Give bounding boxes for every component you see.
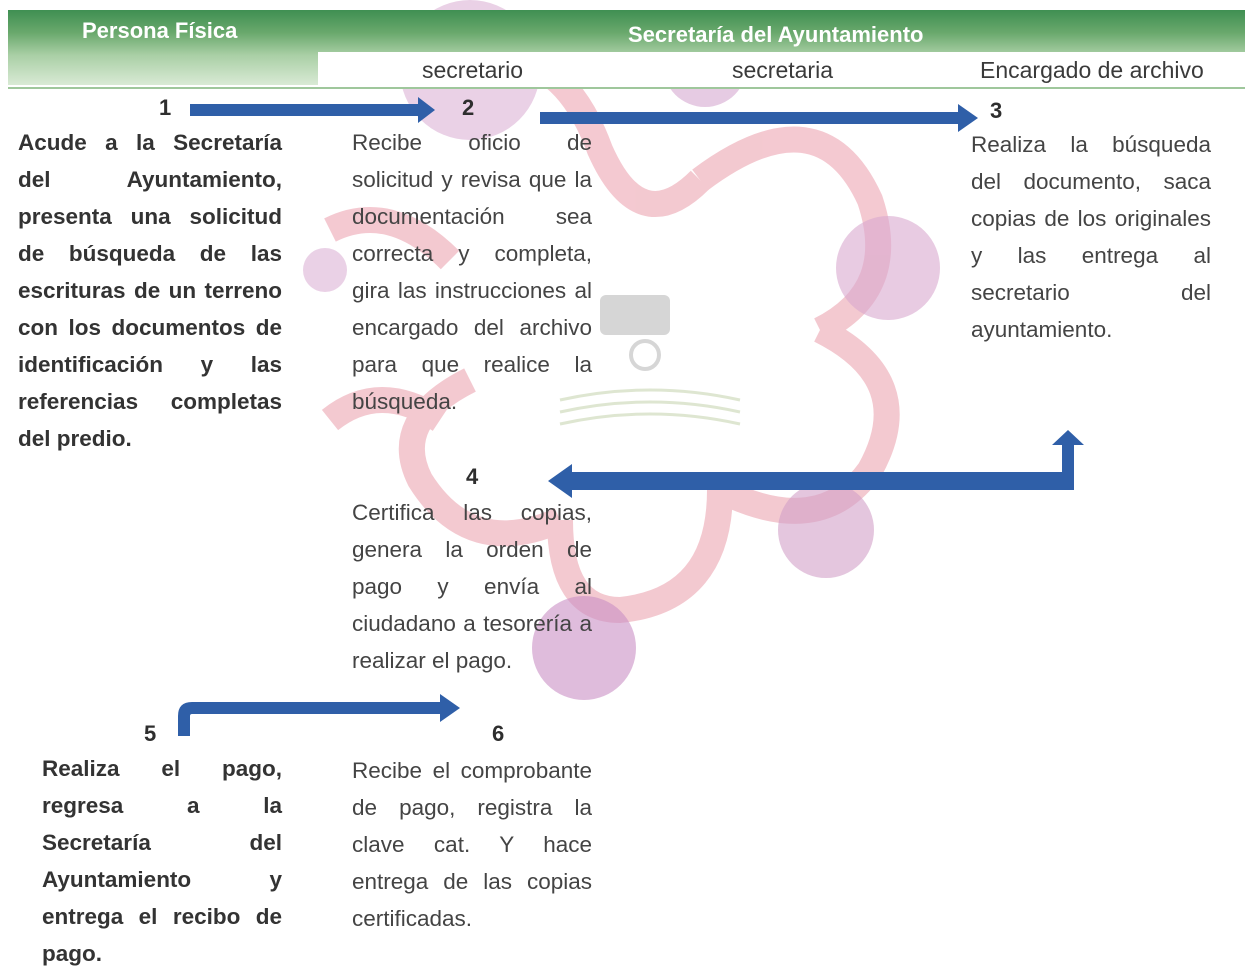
lane-label-encargado-archivo: Encargado de archivo <box>980 57 1204 83</box>
arrow-2-to-3 <box>540 104 978 132</box>
step-number-3: 3 <box>990 98 1003 123</box>
step-number-4: 4 <box>466 464 479 489</box>
lane-label-secretaria: secretaria <box>732 57 833 83</box>
step-text-6: Recibe el comprobante de pago, registra … <box>352 758 592 931</box>
header-divider <box>8 87 1245 89</box>
step-number-5: 5 <box>144 721 157 746</box>
arrow-1-to-2 <box>190 97 435 123</box>
lane-title-secretaria-ayuntamiento: Secretaría del Ayuntamiento <box>628 22 924 47</box>
step-text-5: Realiza el pago, regresa a la Secretaría… <box>42 756 282 966</box>
step-text-3: Realiza la búsqueda del documento, saca … <box>971 132 1211 342</box>
arrow-3-to-4 <box>548 430 1084 498</box>
lane-label-secretario: secretario <box>422 57 523 83</box>
step-number-2: 2 <box>462 95 475 120</box>
sub-header-row <box>318 52 1245 87</box>
arrow-5-to-6 <box>178 694 460 736</box>
step-number-6: 6 <box>492 721 505 746</box>
step-text-4: Certifica las copias, genera la orden de… <box>352 500 592 673</box>
lane-title-persona-fisica: Persona Física <box>82 18 238 43</box>
step-number-1: 1 <box>159 95 172 120</box>
step-text-1: Acude a la Secretaría del Ayuntamiento, … <box>18 130 282 451</box>
step-text-2: Recibe oficio de solicitud y revisa que … <box>352 130 592 414</box>
